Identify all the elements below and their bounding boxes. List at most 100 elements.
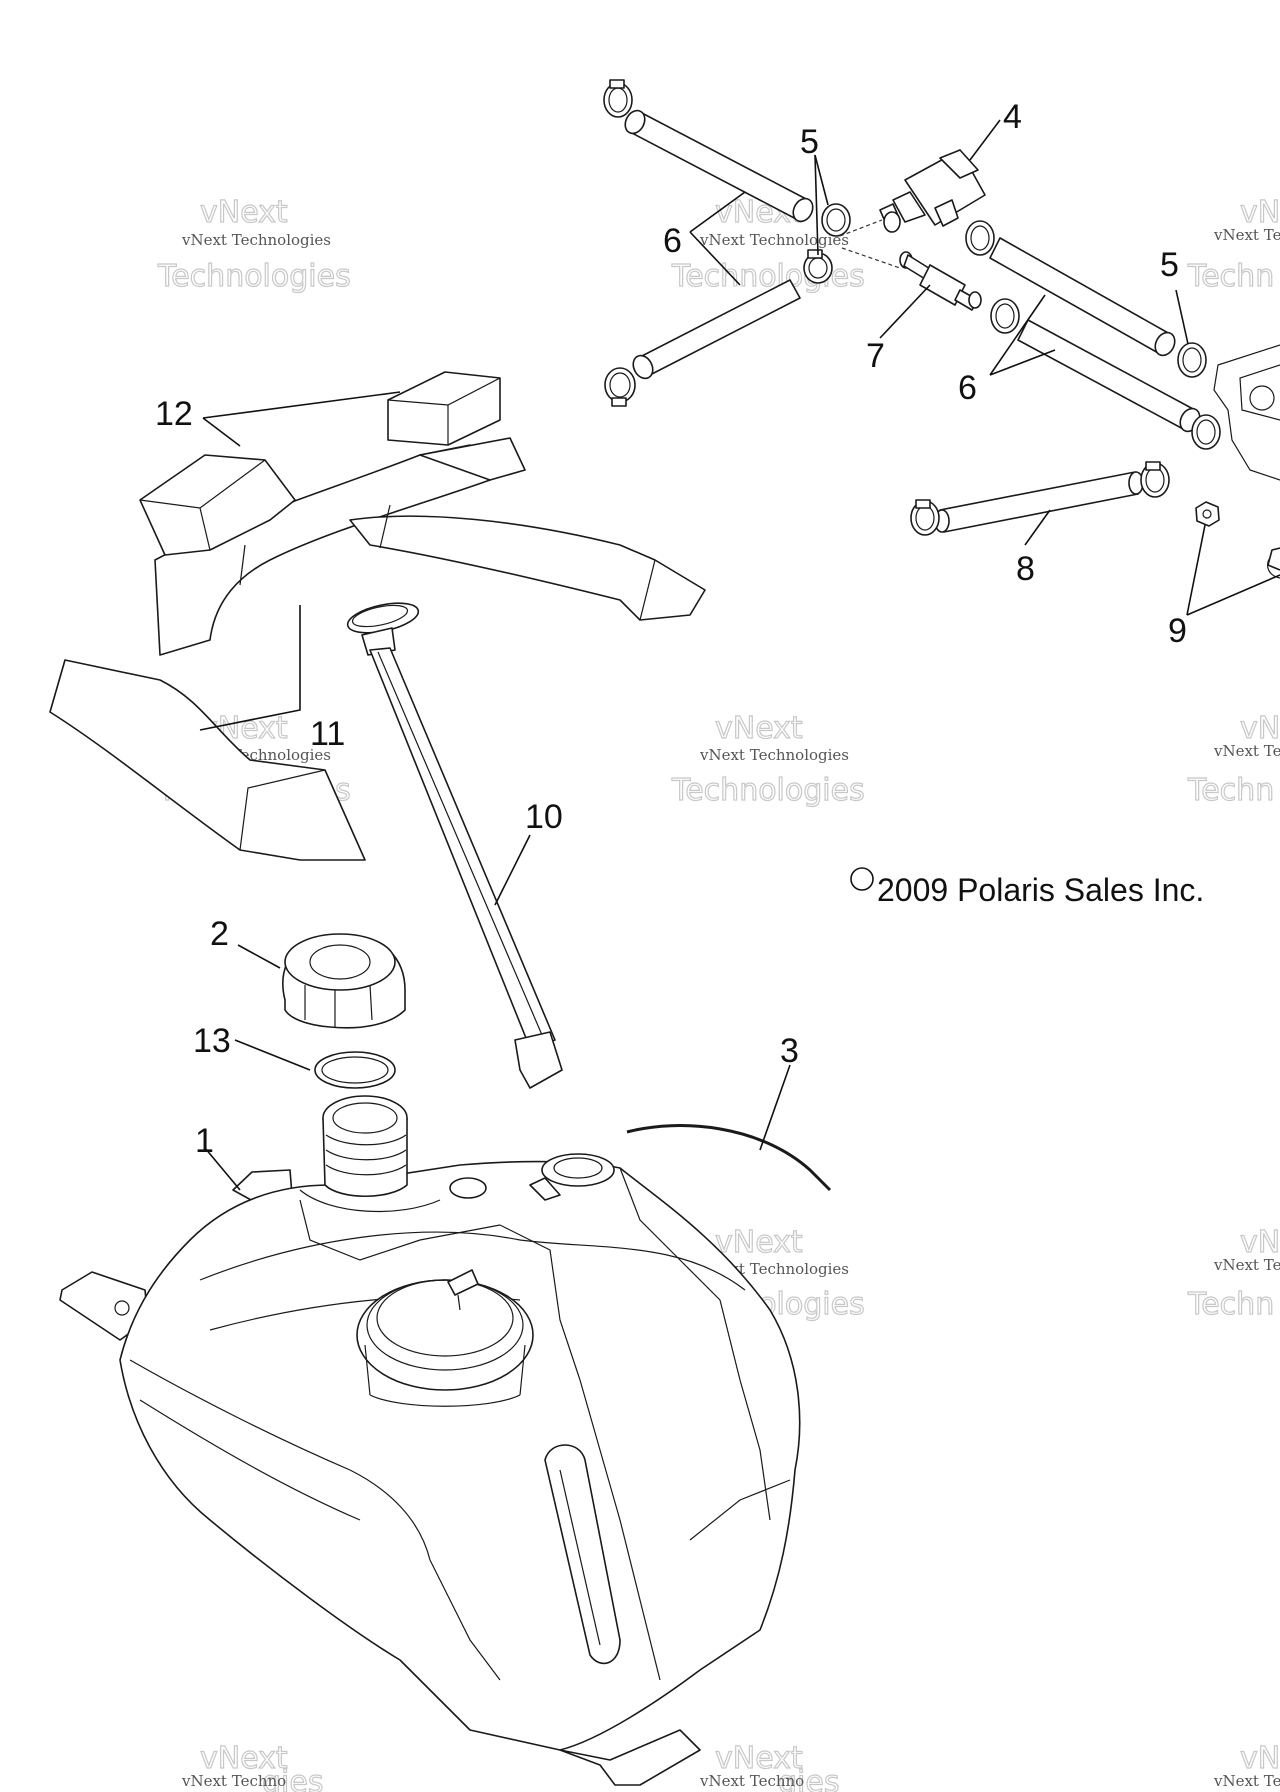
clamp-8-left	[910, 499, 940, 536]
watermark-1: vNext Technologies vNext Technologies	[156, 194, 351, 294]
filter-7	[899, 251, 982, 311]
copyright-text: 2009 Polaris Sales Inc.	[877, 872, 1204, 908]
hose-8	[934, 471, 1144, 533]
leader-5-a	[814, 154, 829, 206]
vent-line-3	[626, 1124, 832, 1192]
leader-4	[969, 119, 1001, 161]
fuel-cap-2	[282, 933, 406, 1029]
callout-11: 11	[310, 715, 345, 753]
svg-text:Technologies: Technologies	[157, 259, 351, 294]
nut-9	[1195, 501, 1220, 527]
svg-text:vNext Te: vNext Te	[1213, 1772, 1280, 1790]
callout-12: 12	[155, 395, 193, 433]
callout-5: 5	[800, 123, 819, 161]
watermark-9: vNext Techn vNext Te	[1186, 1224, 1280, 1322]
leader-2	[237, 944, 281, 969]
leader-5-right	[1175, 289, 1189, 345]
svg-text:Techn: Techn	[1187, 1287, 1274, 1322]
svg-text:vNext: vNext	[1240, 1225, 1280, 1260]
svg-text:vNext: vNext	[715, 1225, 803, 1260]
svg-text:vNext: vNext	[1240, 1741, 1280, 1776]
callout-4: 4	[1003, 98, 1022, 136]
callout-6: 6	[663, 222, 682, 260]
leader-9-b	[1186, 574, 1280, 616]
leader-6-b	[689, 231, 741, 286]
leader-6-a	[689, 191, 746, 233]
svg-text:vNext Technologies: vNext Technologies	[181, 231, 331, 249]
fuel-sender-10	[346, 602, 563, 1089]
hose-6-upper	[624, 109, 814, 223]
leader-12-b	[202, 417, 241, 447]
valve-4	[879, 149, 986, 233]
dashed-line-valve	[839, 219, 883, 237]
svg-text:vNext: vNext	[1240, 195, 1280, 230]
callout-10: 10	[525, 798, 563, 836]
svg-text:vNext Te: vNext Te	[1213, 1256, 1280, 1274]
hose-6-right-upper	[989, 237, 1176, 357]
clamp-top-left	[603, 79, 633, 118]
leader-3	[759, 1064, 791, 1151]
watermark-11: vNext gies vNext Techno	[699, 1740, 840, 1792]
leader-6-right-b	[989, 349, 1056, 376]
callout-8: 8	[1016, 550, 1035, 588]
leader-6-right-a	[989, 294, 1046, 376]
svg-text:vNext Techno: vNext Techno	[181, 1772, 286, 1790]
callout-2: 2	[210, 915, 229, 953]
leader-1	[204, 1147, 241, 1191]
clamp-right-2	[990, 298, 1020, 334]
svg-text:gies: gies	[778, 1765, 839, 1792]
svg-text:vNext: vNext	[715, 1741, 803, 1776]
clamp-5-right	[1177, 342, 1207, 378]
svg-text:vNext: vNext	[715, 711, 803, 746]
clamp-8-right	[1140, 461, 1170, 498]
svg-text:vNext: vNext	[200, 1741, 288, 1776]
svg-text:vNext Technologies: vNext Technologies	[699, 746, 849, 764]
leader-5-b	[814, 154, 819, 256]
clamp-right-1	[965, 220, 995, 256]
leader-11	[199, 605, 301, 731]
leader-13	[234, 1039, 311, 1071]
svg-text:vNext Technologies: vNext Technologies	[699, 231, 849, 249]
block-12-left	[139, 454, 296, 556]
svg-text:vNext: vNext	[200, 195, 288, 230]
callout-5-right: 5	[1160, 246, 1179, 284]
svg-text:gies: gies	[262, 1765, 323, 1792]
callout-7: 7	[866, 337, 885, 375]
leader-9-a	[1186, 524, 1206, 616]
svg-text:Techn: Techn	[1187, 259, 1274, 294]
svg-text:Technologies: Technologies	[671, 259, 865, 294]
fuel-tank-1	[59, 1095, 801, 1786]
watermark-6: vNext Techn vNext Te	[1186, 710, 1280, 808]
leader-12-a	[202, 391, 401, 419]
svg-text:Technologies: Technologies	[671, 773, 865, 808]
throttle-body-partial	[1213, 344, 1280, 579]
nut-9-partial	[1267, 547, 1280, 571]
o-ring-13	[314, 1051, 396, 1089]
leader-7	[879, 284, 931, 339]
callout-6-right: 6	[958, 369, 977, 407]
callout-1: 1	[195, 1122, 214, 1160]
svg-text:vNext Te: vNext Te	[1213, 742, 1280, 760]
watermark-12: vNext vNext Te	[1213, 1740, 1280, 1790]
dashed-line-filter	[841, 247, 901, 269]
clamp-right-3	[1191, 414, 1221, 450]
clamp-bottom-left	[604, 367, 636, 407]
svg-text:Techn: Techn	[1187, 773, 1274, 808]
hose-6-right-lower	[1017, 319, 1201, 433]
leader-8	[1024, 509, 1051, 546]
callout-9: 9	[1168, 612, 1187, 650]
watermark-3: vNext Techn vNext Te	[1186, 194, 1280, 294]
callout-13: 13	[193, 1022, 231, 1060]
block-12-top	[387, 371, 501, 446]
watermark-10: vNext gies vNext Techno	[181, 1740, 324, 1792]
svg-text:vNext: vNext	[1240, 711, 1280, 746]
leader-10	[494, 834, 531, 906]
copyright-notice: 2009 Polaris Sales Inc.	[850, 867, 1204, 908]
watermark-5: vNext Technologies vNext Technologies	[670, 710, 865, 808]
callout-3: 3	[780, 1032, 799, 1070]
clamp-5-upper	[821, 203, 851, 237]
svg-text:vNext Techno: vNext Techno	[699, 1772, 804, 1790]
hose-6-lower	[632, 279, 801, 380]
svg-text:vNext Te: vNext Te	[1213, 226, 1280, 244]
